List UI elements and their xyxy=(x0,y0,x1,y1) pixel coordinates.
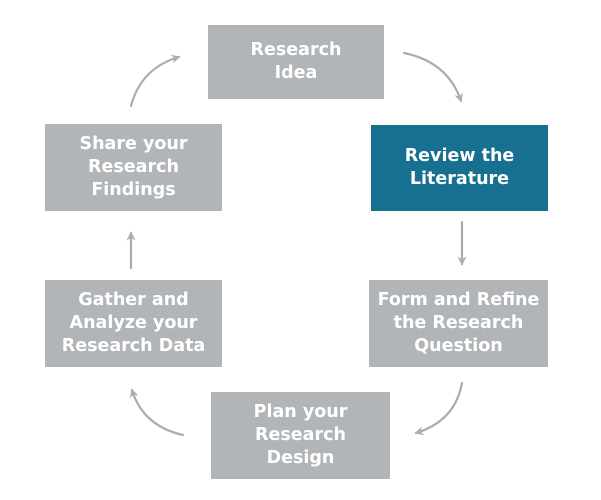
node-plan-research-design-label: Plan your Research Design xyxy=(253,401,348,469)
node-share-findings-label: Share your Research Findings xyxy=(79,133,188,201)
node-plan-research-design: Plan your Research Design xyxy=(211,392,390,479)
arrow-form-to-plan-icon xyxy=(414,381,464,436)
node-review-literature-label: Review the Literature xyxy=(404,145,515,189)
node-research-idea-label: Research Idea xyxy=(250,39,342,83)
node-share-findings: Share your Research Findings xyxy=(45,124,222,211)
arrow-idea-to-review-icon xyxy=(402,51,463,103)
arrow-share-to-idea-icon xyxy=(129,54,181,108)
node-gather-analyze-data: Gather and Analyze your Research Data xyxy=(45,280,222,367)
node-review-literature: Review the Literature xyxy=(371,125,548,211)
node-form-refine-question-label: Form and Refine the Research Question xyxy=(377,289,540,357)
arrow-plan-to-gather-icon xyxy=(129,388,185,437)
node-form-refine-question: Form and Refine the Research Question xyxy=(369,280,548,367)
node-research-idea: Research Idea xyxy=(208,25,384,99)
node-gather-analyze-data-label: Gather and Analyze your Research Data xyxy=(61,289,206,357)
